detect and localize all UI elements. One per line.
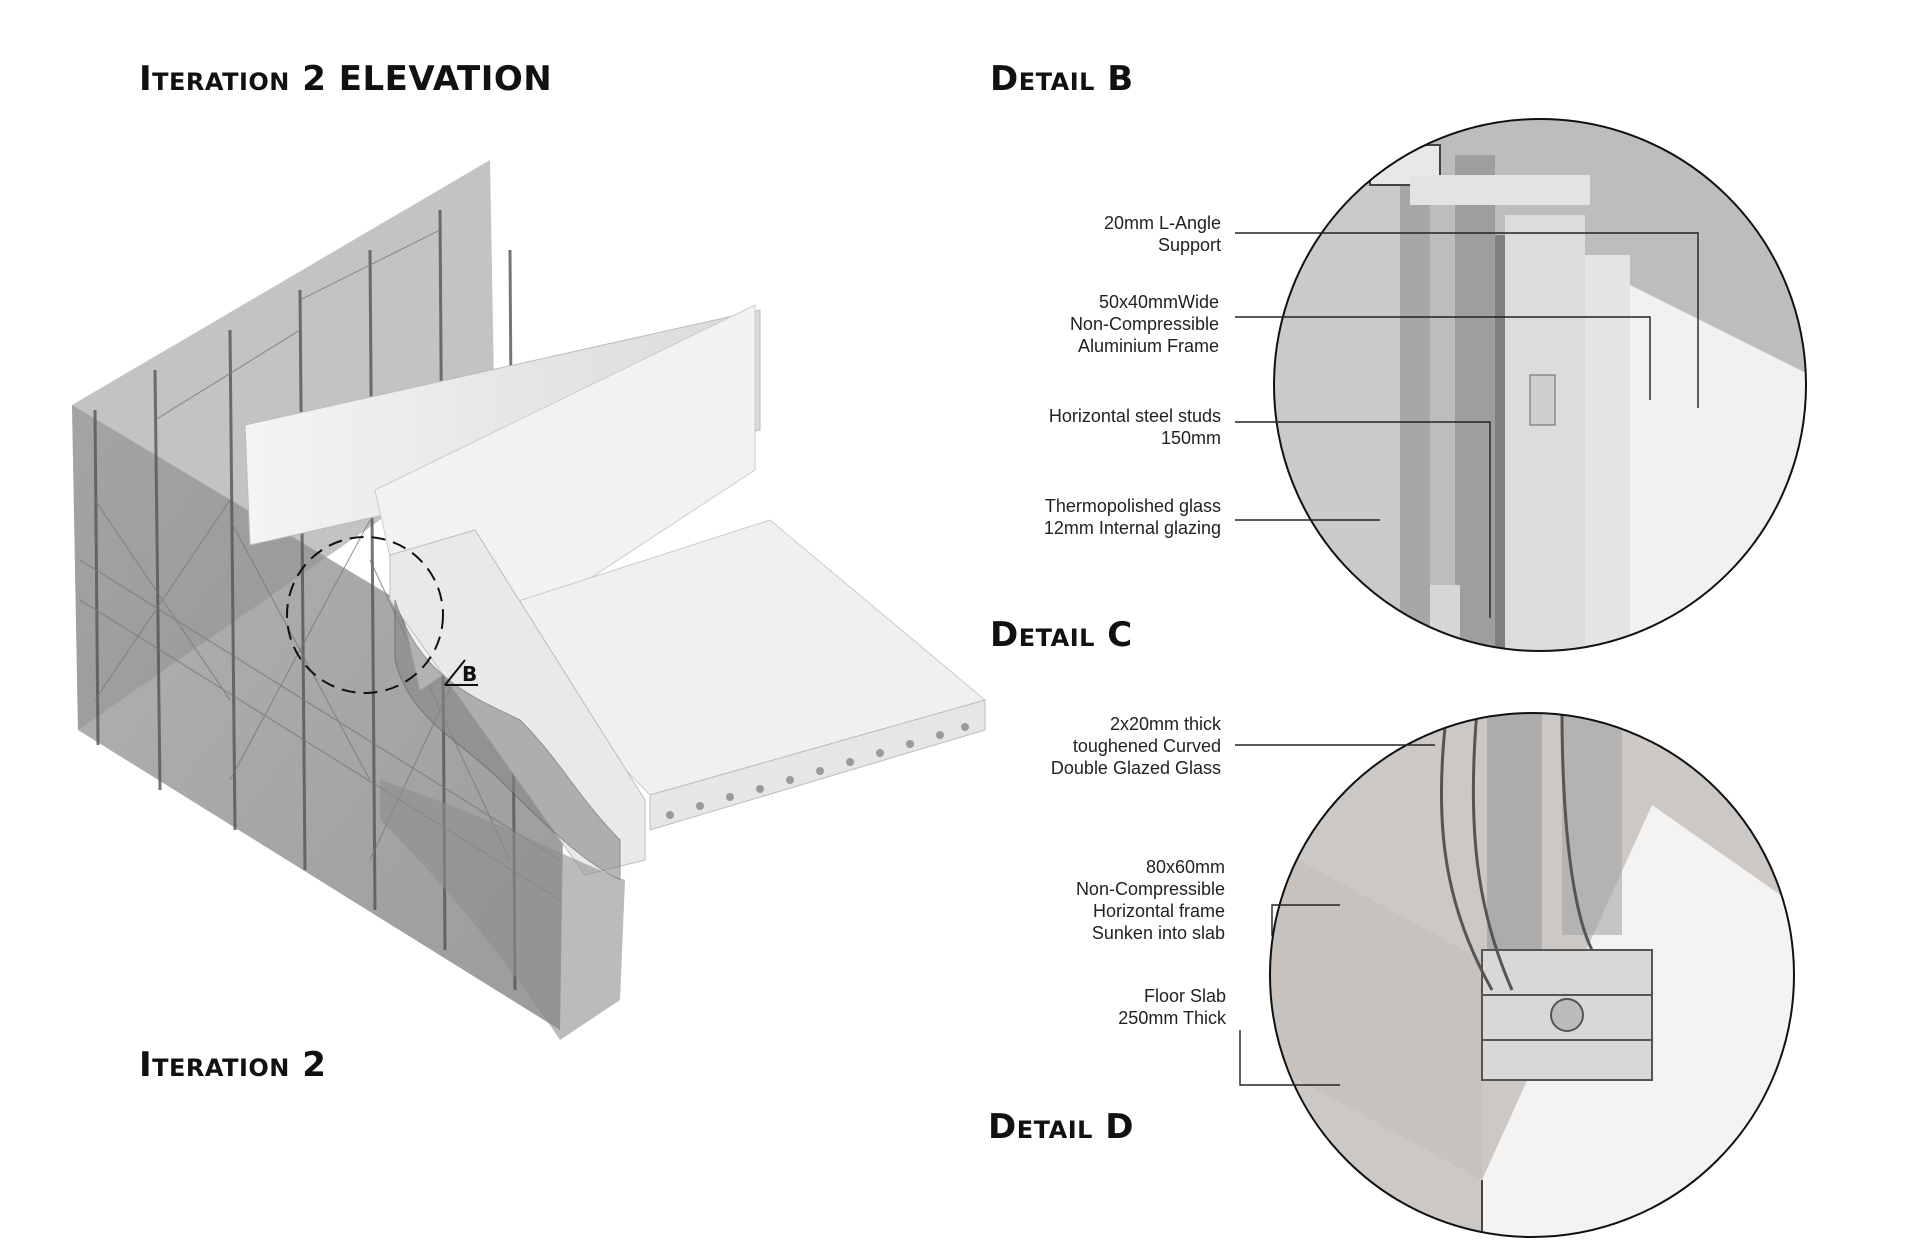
leader-horizontal-frame: [1271, 904, 1340, 936]
leader-l-angle: [1235, 232, 1699, 408]
hollow-core-holes: [666, 723, 969, 819]
lower-glass-skirt: [380, 780, 625, 1040]
slab-nose: [389, 529, 646, 876]
detail-d-drawing: [1269, 712, 1795, 1238]
heading-detail-b: Detail B: [990, 59, 1134, 99]
detail-b-callout-marker: B: [462, 662, 477, 686]
heading-iteration-2-elevation: Iteration 2 ELEVATION: [139, 59, 553, 99]
heading-detail-d: Detail D: [988, 1107, 1134, 1147]
leader-frame: [1235, 316, 1651, 400]
heading-iteration-2: Iteration 2: [139, 1045, 327, 1085]
heading-detail-c: Detail C: [990, 615, 1133, 655]
detail-b-callout-circle: [286, 536, 444, 694]
detail-c-drawing: [1273, 118, 1807, 652]
leader-floor-slab: [1239, 1030, 1340, 1086]
leader-studs: [1235, 421, 1491, 618]
detail-b-callout-tick: [444, 659, 466, 686]
